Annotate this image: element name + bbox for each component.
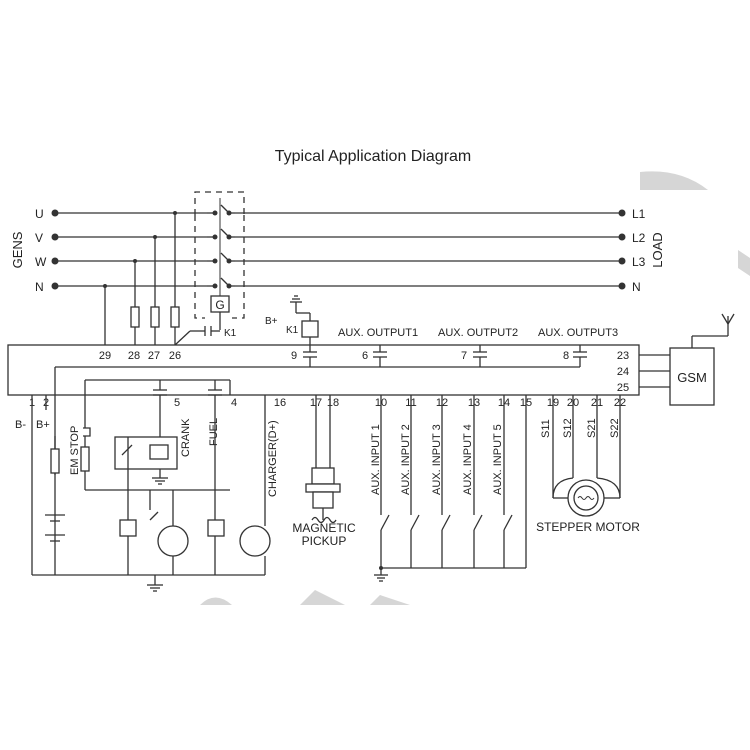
stepper-motor-label: STEPPER MOTOR — [536, 520, 640, 534]
aux-output-2-label: AUX. OUTPUT2 — [438, 327, 518, 339]
terminal-25: 25 — [617, 382, 629, 394]
terminal-24: 24 — [617, 366, 629, 378]
watermark — [200, 171, 750, 605]
phase-lines — [51, 209, 626, 290]
aux-input-switches — [374, 395, 527, 582]
aux-input-2-label: AUX. INPUT 2 — [400, 424, 412, 495]
k1-relay — [290, 295, 319, 345]
battery-circuit — [31, 395, 265, 576]
crank-relay — [114, 395, 178, 520]
phase-w: W — [35, 255, 47, 269]
em-stop-label: EM STOP — [69, 426, 81, 475]
charger-generator — [239, 395, 271, 575]
phase-n: N — [35, 280, 44, 294]
phase-v: V — [35, 231, 43, 245]
crank-label: CRANK — [180, 418, 192, 457]
fuel-solenoid — [207, 395, 225, 575]
gsm-connection — [639, 313, 735, 388]
terminal-27: 27 — [148, 350, 160, 362]
terminal-7: 7 — [461, 350, 467, 362]
crank-motor-circuit — [85, 489, 230, 592]
relay-k1-label: K1 — [286, 325, 299, 336]
aux-input-4-label: AUX. INPUT 4 — [462, 424, 474, 495]
terminal-28: 28 — [128, 350, 140, 362]
em-stop-switch — [80, 420, 91, 490]
terminal-26: 26 — [169, 350, 181, 362]
phase-u: U — [35, 207, 44, 221]
k1-coil-symbol — [174, 312, 221, 346]
terminal-5: 5 — [174, 397, 180, 409]
stepper-s12-label: S12 — [562, 418, 574, 438]
magnetic-pickup-label-1: MAGNETIC — [292, 521, 356, 535]
load-label: LOAD — [650, 232, 665, 267]
gsm-module — [669, 347, 715, 406]
terminal-8: 8 — [563, 350, 569, 362]
diagram-title: Typical Application Diagram — [275, 148, 472, 165]
stepper-s21-label: S21 — [586, 418, 598, 438]
magnetic-pickup-label-2: PICKUP — [302, 534, 347, 548]
terminal-29: 29 — [99, 350, 111, 362]
voltage-sense-fuses — [103, 211, 180, 345]
terminal-23: 23 — [617, 350, 629, 362]
load-l3: L3 — [632, 255, 646, 269]
load-contactor — [194, 191, 245, 319]
aux-input-1-label: AUX. INPUT 1 — [370, 424, 382, 495]
fuel-label: FUEL — [208, 418, 220, 446]
magnetic-pickup — [305, 395, 341, 524]
terminal-6: 6 — [362, 350, 368, 362]
stepper-s22-label: S22 — [609, 418, 621, 438]
load-n: N — [632, 280, 641, 294]
terminal-18: 18 — [327, 397, 339, 409]
charger-label: CHARGER(D+) — [267, 420, 279, 497]
relay-bplus-label: B+ — [265, 316, 278, 327]
aux-input-5-label: AUX. INPUT 5 — [492, 424, 504, 495]
terminal-9: 9 — [291, 350, 297, 362]
terminal-4: 4 — [231, 397, 237, 409]
load-l1: L1 — [632, 207, 646, 221]
aux-output-3-label: AUX. OUTPUT3 — [538, 327, 618, 339]
b-minus-label: B- — [15, 419, 26, 431]
gsm-label: GSM — [677, 370, 707, 385]
stepper-s11-label: S11 — [540, 419, 552, 438]
load-l2: L2 — [632, 231, 646, 245]
controller-module — [7, 344, 640, 396]
contactor-k1-label: K1 — [224, 328, 237, 339]
b-plus-label: B+ — [36, 419, 50, 431]
contactor-g-label: G — [215, 298, 224, 312]
aux-output-1-label: AUX. OUTPUT1 — [338, 327, 418, 339]
terminal-16: 16 — [274, 397, 286, 409]
aux-input-3-label: AUX. INPUT 3 — [431, 424, 443, 495]
stepper-motor — [552, 395, 621, 517]
gens-label: GENS — [10, 231, 25, 268]
